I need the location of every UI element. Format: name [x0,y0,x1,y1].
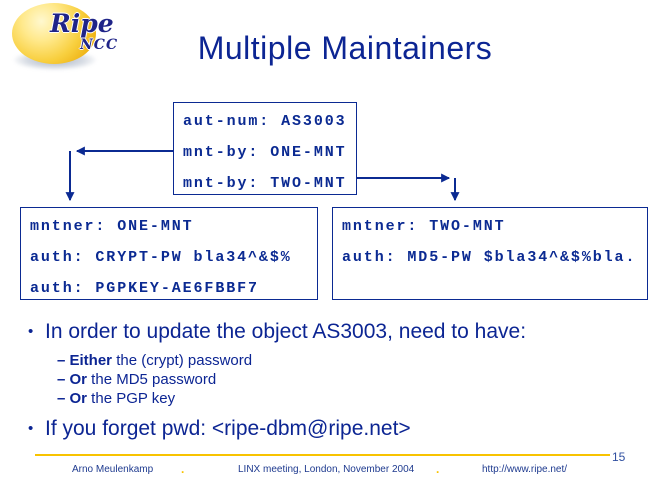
one-mnt-object-box: mntner: ONE-MNT auth: CRYPT-PW bla34^&$%… [20,207,318,300]
sub-bullet-text: the PGP key [87,390,176,407]
footer-author: Arno Meulenkamp [72,464,154,475]
object-attribute: auth: CRYPT-PW bla34^&$% [30,249,292,266]
sub-bullet-text: the (crypt) password [112,352,253,369]
aut-num-object-box: aut-num: AS3003 mnt-by: ONE-MNT mnt-by: … [173,102,357,195]
sub-bullet-text: the MD5 password [87,371,217,388]
footer-event: LINX meeting, London, November 2004 [238,464,415,475]
slide-title: Multiple Maintainers [197,30,493,66]
sub-bullet-keyword: – Or [57,390,88,407]
globe-icon [12,3,96,64]
object-attribute: mnt-by: ONE-MNT [183,144,347,161]
bullet-update-object: • In order to update the object AS3003, n… [28,320,526,344]
logo-text-ncc: NCC [80,37,119,53]
ripe-ncc-logo: Ripe NCC [0,0,140,80]
sub-bullet-list: – Either the (crypt) password – Or the M… [57,351,252,408]
object-attribute: auth: PGPKEY-AE6FBBF7 [30,280,259,297]
object-attribute: mnt-by: TWO-MNT [183,175,347,192]
two-mnt-object-box: mntner: TWO-MNT auth: MD5-PW $bla34^&$%b… [332,207,648,300]
bullet-forget-password: • If you forget pwd: <ripe-dbm@ripe.net> [28,417,411,441]
page-number: 15 [612,450,626,464]
object-attribute: auth: MD5-PW $bla34^&$%bla. [342,249,637,266]
object-attribute: mntner: ONE-MNT [30,218,194,235]
sub-bullet-pgp: – Or the PGP key [57,389,252,408]
footer-divider [35,454,610,456]
bullet-text: If you forget pwd: <ripe-dbm@ripe.net> [45,417,411,440]
bullet-text: In order to update the object AS3003, ne… [45,320,527,343]
footer: Arno Meulenkamp . LINX meeting, London, … [0,462,650,478]
bullet-icon: • [28,323,34,340]
footer-separator-dot: . [436,462,440,476]
sub-bullet-keyword: – Or [57,371,88,388]
sub-bullet-crypt: – Either the (crypt) password [57,351,252,370]
object-attribute: mntner: TWO-MNT [342,218,506,235]
footer-separator-dot: . [181,462,185,476]
footer-url: http://www.ripe.net/ [482,464,568,475]
logo-text-ripe: Ripe [50,9,114,38]
sub-bullet-keyword: – Either [57,352,113,369]
bullet-icon: • [28,420,34,437]
object-attribute: aut-num: AS3003 [183,113,347,130]
sub-bullet-md5: – Or the MD5 password [57,370,252,389]
